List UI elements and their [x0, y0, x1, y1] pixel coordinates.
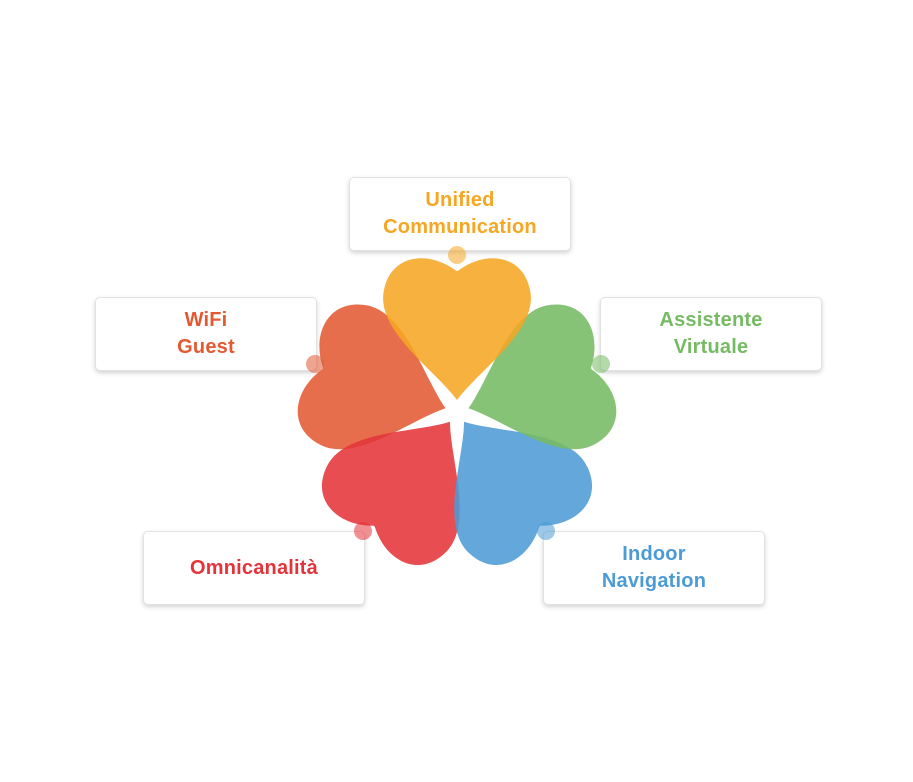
label-assistente-virtuale: Assistente Virtuale	[659, 309, 763, 358]
petal-assistente	[468, 304, 617, 450]
petal-wifi	[297, 304, 446, 450]
card-indoor-navigation: Indoor Navigation	[543, 531, 765, 605]
label-omnicanalita: Omnicanalità	[190, 556, 318, 579]
connector-dot-unified	[448, 246, 466, 264]
card-unified-communication: Unified Communication	[349, 177, 571, 251]
label-indoor-navigation: Indoor Navigation	[601, 543, 707, 592]
petal-unified	[383, 258, 531, 400]
card-omnicanalita: Omnicanalità	[143, 531, 365, 605]
label-unified-communication: Unified Communication	[383, 189, 537, 238]
connector-dot-assistente	[592, 355, 610, 373]
petal-group	[297, 258, 617, 565]
connector-dot-indoor	[537, 522, 555, 540]
label-wifi-guest: WiFi Guest	[177, 309, 235, 358]
card-assistente-virtuale: Assistente Virtuale	[600, 297, 822, 371]
petal-omni	[321, 421, 460, 565]
connector-dot-omni	[354, 522, 372, 540]
petal-indoor	[454, 421, 593, 565]
connector-dot-wifi	[306, 355, 324, 373]
card-wifi-guest: WiFi Guest	[95, 297, 317, 371]
